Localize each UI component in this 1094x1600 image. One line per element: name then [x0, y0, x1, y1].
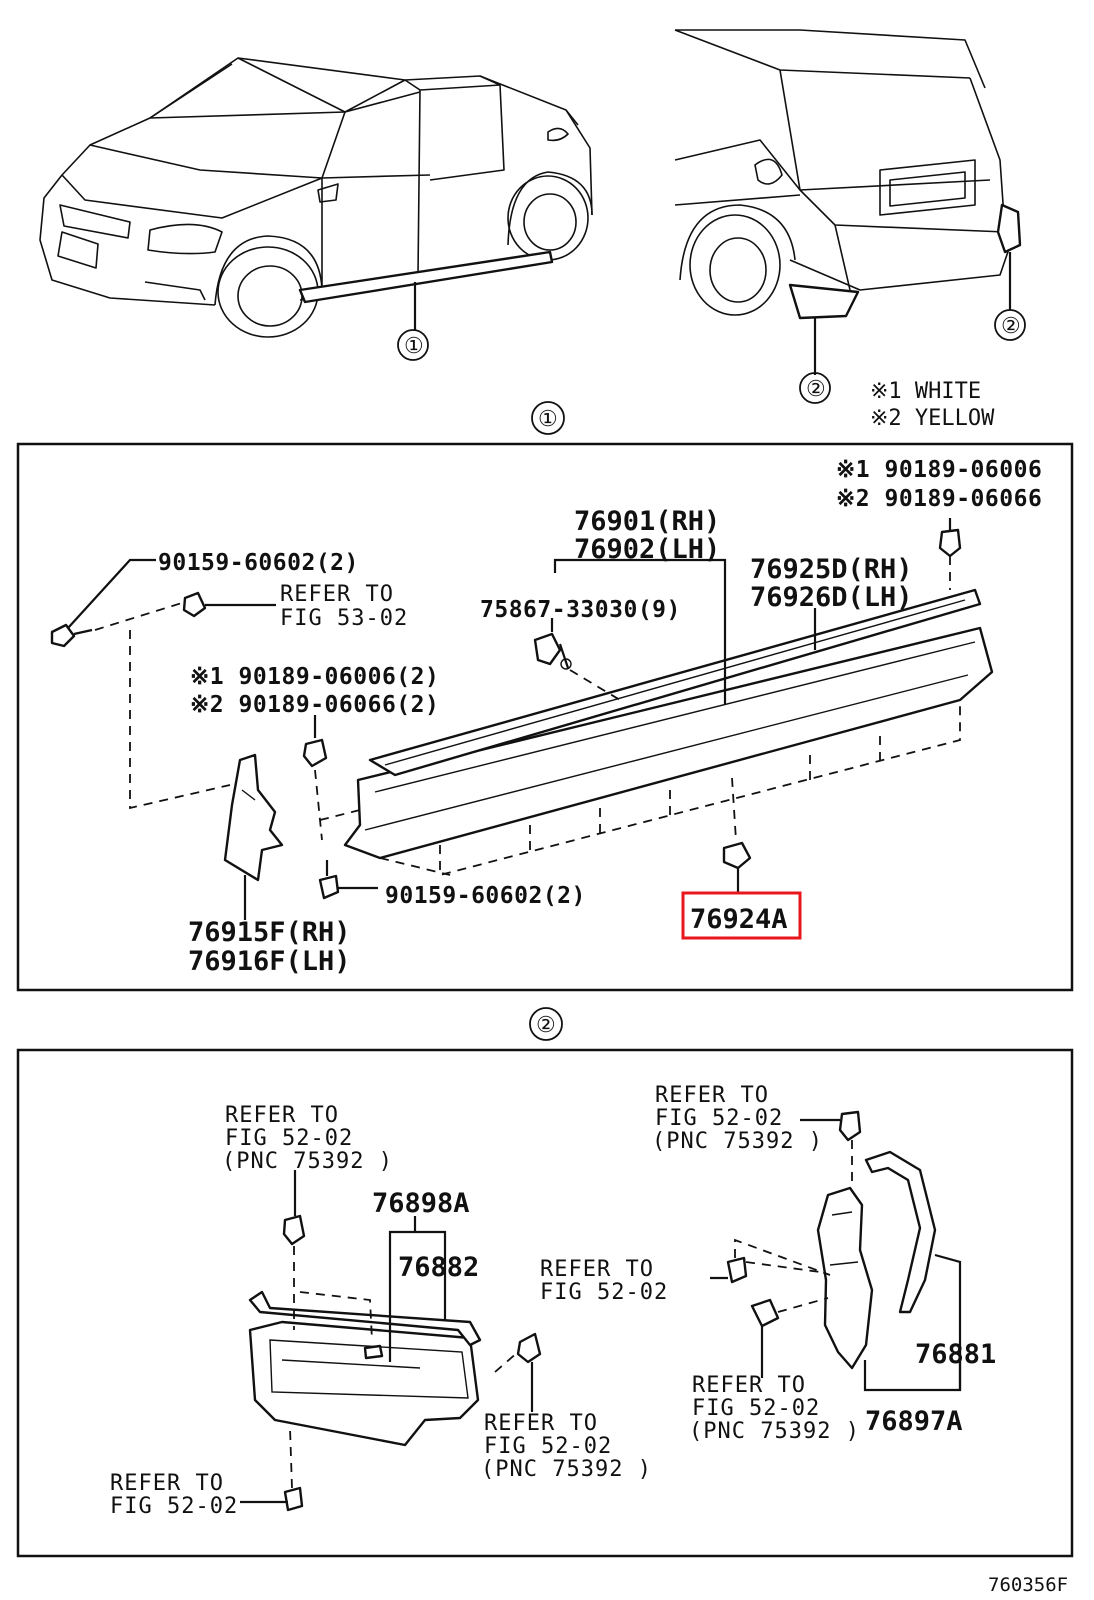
label-clip-top-white: ※1 90189-06006: [836, 457, 1042, 483]
label-molding-rh: 76925D(RH): [750, 554, 913, 585]
label-rocker-rh: 76901(RH): [574, 506, 720, 537]
label-mudguard-rh: 76915F(RH): [188, 917, 351, 948]
section-1-frame: [16, 442, 1074, 992]
label-highlight-76924a[interactable]: 76924A: [690, 904, 788, 935]
fig-52-02-right-top: FIG 52-02: [655, 1106, 783, 1131]
refer-to-left-bottom: REFER TO: [110, 1471, 224, 1496]
car-rear-view: [674, 29, 1022, 320]
label-screw-bottom: 90159-60602(2): [385, 883, 586, 909]
pnc-right-top: (PNC 75392 ): [652, 1129, 823, 1154]
refer-to-right-bottom: REFER TO: [692, 1373, 806, 1398]
label-screw-top: 90159-60602(2): [158, 550, 359, 576]
section-2-parts: [240, 1110, 962, 1512]
label-refer-to-53-1: REFER TO: [280, 582, 394, 607]
note-white: ※1 WHITE: [870, 379, 981, 404]
section-1-parts: [50, 518, 994, 920]
fig-52-02-right-mid: FIG 52-02: [540, 1280, 668, 1305]
label-clip-mid-yellow: ※2 90189-06066(2): [190, 692, 439, 718]
fig-52-02-left-bottom: FIG 52-02: [110, 1494, 238, 1519]
note-yellow: ※2 YELLOW: [870, 406, 995, 431]
label-mudguard-lh: 76916F(LH): [188, 946, 351, 977]
label-76898a: 76898A: [372, 1188, 470, 1219]
pnc-left-mid: (PNC 75392 ): [481, 1457, 652, 1482]
label-clip-mid-white: ※1 90189-06006(2): [190, 664, 439, 690]
label-rocker-lh: 76902(LH): [574, 534, 720, 565]
highlight-box[interactable]: [681, 891, 802, 940]
diagram-id: 760356F: [988, 1574, 1068, 1596]
refer-to-right-mid: REFER TO: [540, 1257, 654, 1282]
fig-52-02-left-top: FIG 52-02: [225, 1126, 353, 1151]
refer-to-left-top: REFER TO: [225, 1103, 339, 1128]
section-1-callout: ①: [538, 407, 558, 432]
label-clip-top-yellow: ※2 90189-06066: [836, 486, 1042, 512]
pnc-left-top: (PNC 75392 ): [222, 1149, 393, 1174]
fig-52-02-left-mid: FIG 52-02: [484, 1434, 612, 1459]
refer-to-left-mid: REFER TO: [484, 1411, 598, 1436]
car-front-view: [39, 57, 593, 338]
label-clip-75867: 75867-33030(9): [480, 597, 681, 623]
label-76897a: 76897A: [865, 1406, 963, 1437]
pnc-right-bottom: (PNC 75392 ): [689, 1419, 860, 1444]
callout-1-car: ①: [404, 334, 424, 359]
fig-52-02-right-bottom: FIG 52-02: [692, 1396, 820, 1421]
label-refer-to-53-2: FIG 53-02: [280, 606, 408, 631]
callout-2-rear-right: ②: [1001, 314, 1021, 339]
callout-2-rear-left: ②: [806, 377, 826, 402]
label-76881: 76881: [915, 1339, 996, 1370]
section-2-frame: [16, 1048, 1074, 1558]
refer-to-right-top: REFER TO: [655, 1083, 769, 1108]
section-2-callout: ②: [536, 1013, 556, 1038]
label-76882: 76882: [398, 1252, 479, 1283]
label-molding-lh: 76926D(LH): [750, 582, 913, 613]
